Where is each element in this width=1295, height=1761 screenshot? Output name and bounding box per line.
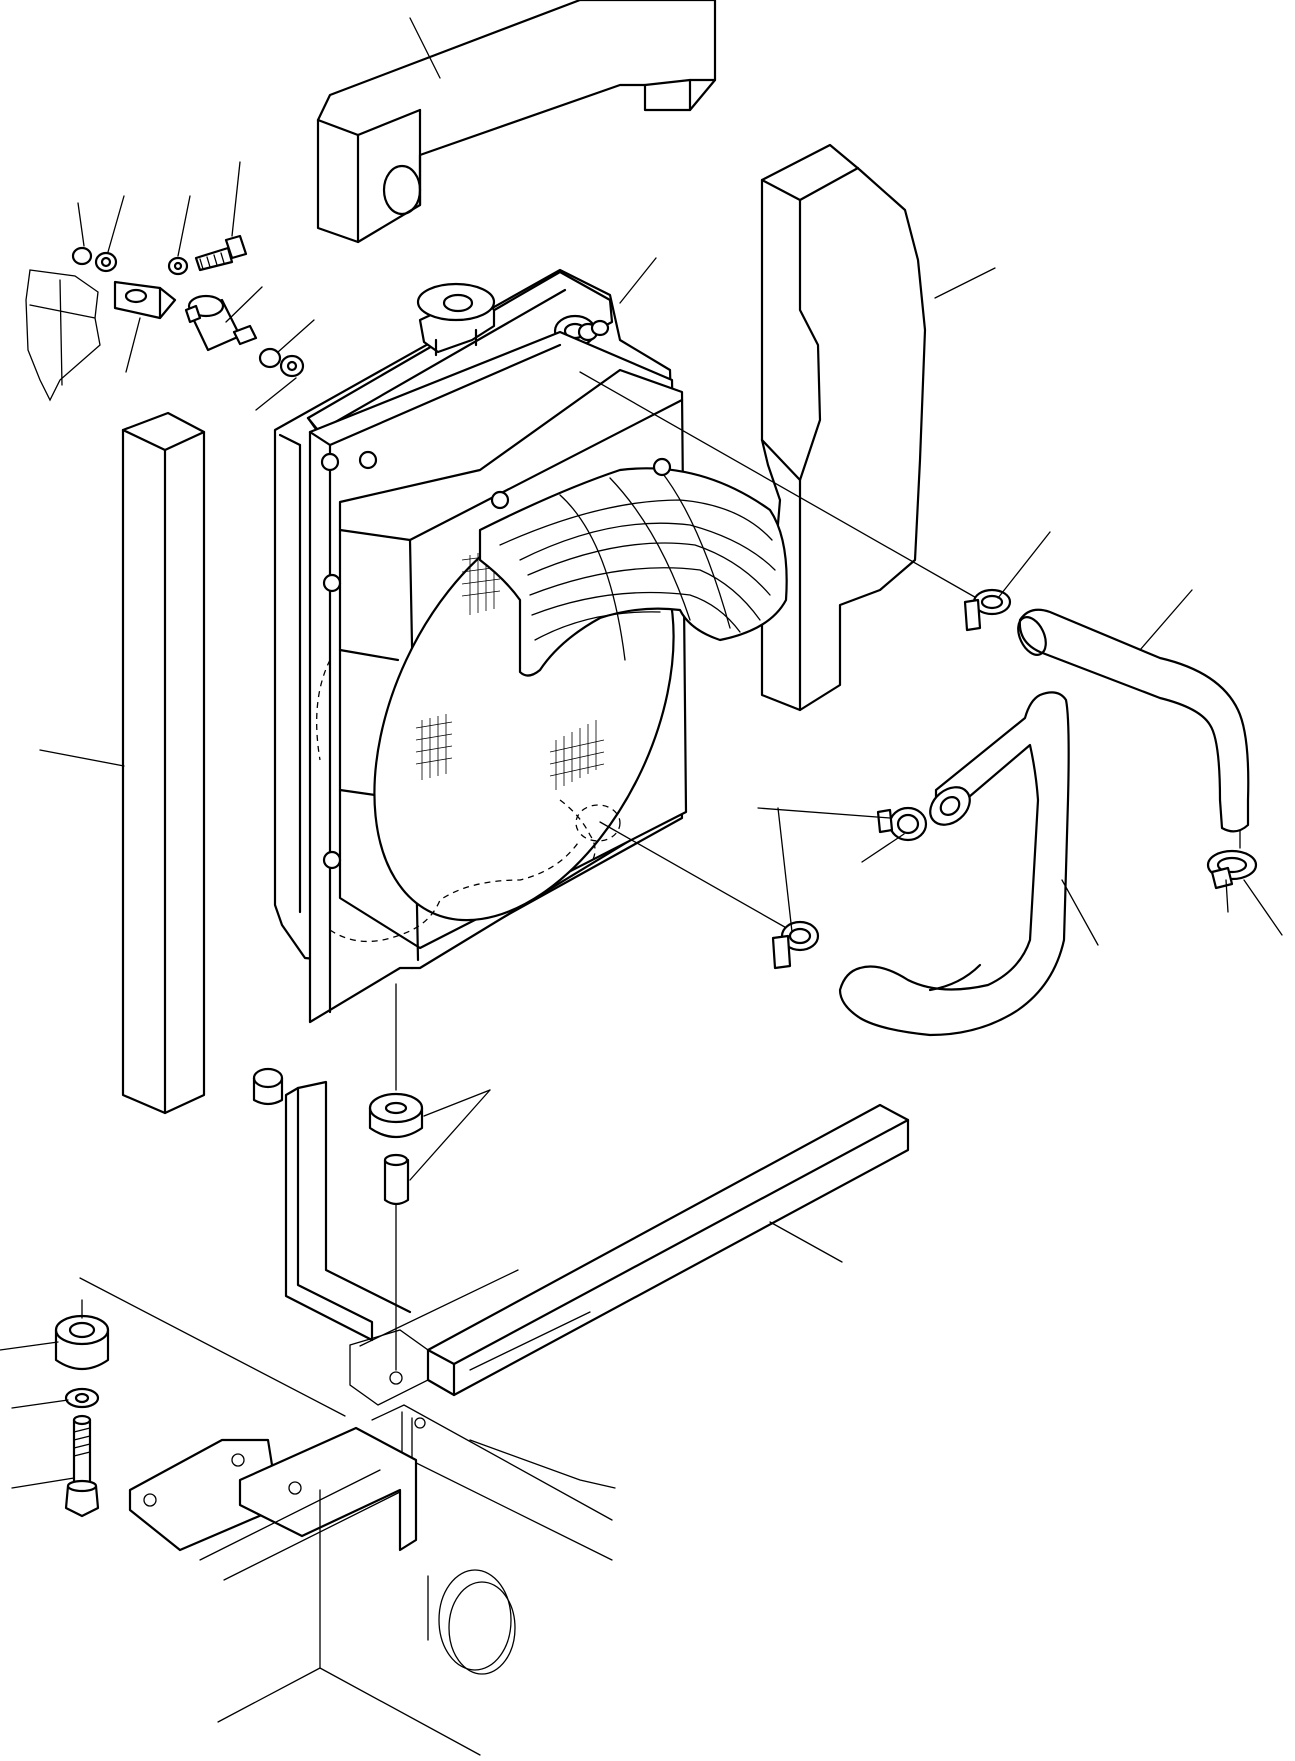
axis-line — [579, 371, 981, 601]
lower-seal-bar — [426, 1103, 910, 1397]
radiator-core — [273, 268, 788, 1024]
hose-clamp — [963, 588, 1012, 632]
left-vertical-seal — [121, 411, 206, 1115]
frame-bracket — [252, 1067, 412, 1342]
mounting-hardware — [25, 234, 305, 402]
axis-line — [599, 821, 791, 931]
hose-clamp — [1206, 849, 1258, 890]
leader-line — [769, 1221, 843, 1263]
side-shroud-block — [760, 143, 927, 712]
radiator-mount-isolator — [368, 1092, 424, 1206]
top-mounting-bracket — [316, 0, 717, 244]
lower-hose — [838, 691, 1070, 1037]
isolator-leader-lines — [409, 1089, 491, 1181]
hose-clamp — [771, 920, 820, 970]
lower-mount-hardware — [54, 1314, 110, 1518]
hose-leader-lines — [997, 531, 1283, 936]
leader-line — [934, 267, 996, 299]
lower-hardware-leader-lines — [0, 1299, 83, 1489]
radiator-mesh — [415, 549, 605, 790]
leader-line — [619, 257, 657, 304]
fan-guard — [478, 467, 788, 677]
lower-hose-leader-lines — [757, 807, 1099, 946]
leader-line — [39, 749, 125, 767]
upper-hose — [1017, 608, 1250, 833]
hardware-leader-lines — [77, 161, 315, 411]
leader-line — [409, 17, 441, 79]
hose-clamp — [876, 806, 928, 842]
machine-frame — [79, 1269, 616, 1756]
